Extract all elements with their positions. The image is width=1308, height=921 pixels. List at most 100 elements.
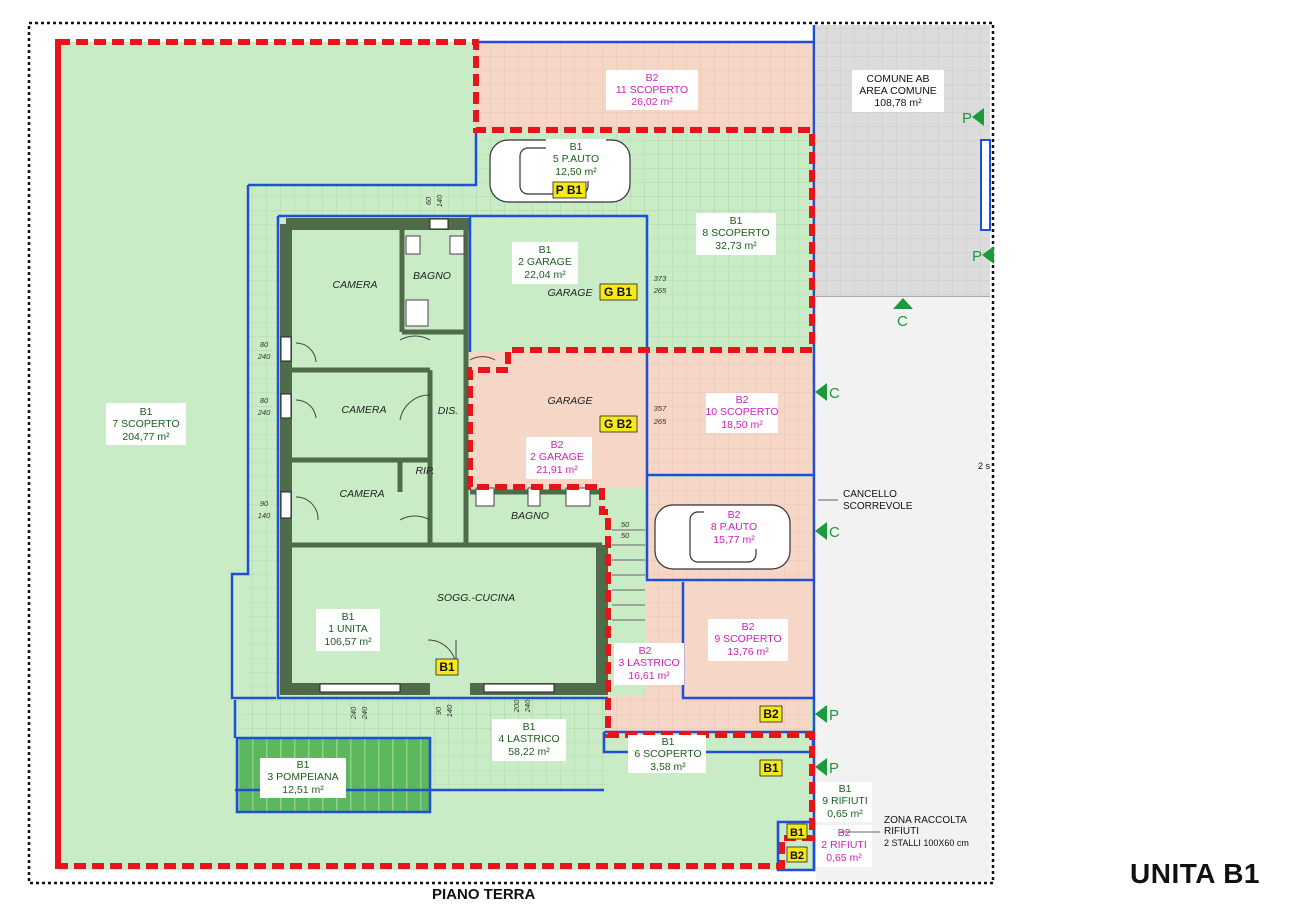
label-code: B1 (140, 406, 153, 418)
label-code: B1 (539, 244, 552, 256)
tag-b1: B1 (439, 660, 455, 674)
label-name: 9 RIFIUTI (822, 795, 868, 807)
note-zona: 2 STALLI 100X60 cm (884, 838, 969, 848)
marker-p: P (972, 248, 982, 265)
floor-label: PIANO TERRA (432, 886, 536, 903)
dim: 240 (523, 699, 532, 713)
label-code: B2 (838, 827, 851, 839)
dim: 240 (257, 408, 271, 417)
tag-gb1: G B1 (604, 285, 632, 299)
marker-c: C (829, 385, 840, 402)
label-area: 58,22 m² (508, 746, 550, 758)
dim: 265 (653, 286, 667, 295)
label-code: B1 (662, 736, 675, 748)
dim: 140 (435, 194, 444, 207)
label-area: 0,65 m² (827, 808, 863, 820)
label-area: 16,61 m² (628, 670, 670, 682)
label-code: B2 (639, 645, 652, 657)
dim: 265 (653, 417, 667, 426)
room-bagno: BAGNO (413, 270, 451, 282)
stairs (612, 529, 645, 621)
label-code: B1 (730, 215, 743, 227)
label-code: B1 (523, 721, 536, 733)
tag-b2: B2 (790, 850, 804, 862)
label-name: 5 P.AUTO (553, 153, 599, 165)
label-area: 22,04 m² (524, 269, 566, 281)
tag-gb2: G B2 (604, 417, 632, 431)
label-area: 13,76 m² (727, 646, 769, 658)
label-name: 9 SCOPERTO (714, 633, 781, 645)
label-area: 0,65 m² (826, 852, 862, 864)
note-zona: RIFIUTI (884, 826, 919, 837)
marker-c: C (829, 524, 840, 541)
dim: 60 (424, 196, 433, 205)
dim: 200 (512, 699, 521, 713)
label-area: 108,78 m² (874, 97, 922, 109)
label-code: B1 (570, 141, 583, 153)
b2-boundary (55, 39, 815, 869)
note-cancello: SCORREVOLE (843, 501, 913, 512)
label-name: AREA COMUNE (859, 85, 937, 97)
dim: 90 (434, 706, 443, 715)
marker-icon (815, 108, 994, 776)
label-name: 10 SCOPERTO (705, 406, 778, 418)
dim: 357 (654, 404, 667, 413)
label-name: 8 P.AUTO (711, 521, 757, 533)
label-area: 12,50 m² (555, 166, 597, 178)
label-code: B2 (742, 621, 755, 633)
drawing-title: UNITA B1 (1130, 858, 1260, 889)
label-name: 8 SCOPERTO (702, 227, 769, 239)
room-camera: CAMERA (342, 404, 387, 416)
label-area: 32,73 m² (715, 240, 757, 252)
label-area: 26,02 m² (631, 96, 673, 108)
label-name: 2 GARAGE (518, 256, 572, 268)
dim: 240 (257, 352, 271, 361)
dim: 140 (258, 511, 271, 520)
label-name: 4 LASTRICO (498, 733, 559, 745)
property-boundary (27, 21, 995, 885)
edge-mark: 2 s (978, 461, 991, 471)
dim: 373 (654, 274, 667, 283)
room-camera: CAMERA (333, 279, 378, 291)
label-name: 1 UNITA (328, 623, 367, 635)
dim: 90 (260, 499, 269, 508)
label-name: 2 GARAGE (530, 451, 584, 463)
label-name: 3 POMPEIANA (267, 771, 338, 783)
label-area: 15,77 m² (713, 534, 755, 546)
label-code: B1 (839, 783, 852, 795)
label-code: B2 (728, 509, 741, 521)
marker-p: P (829, 707, 839, 724)
room-camera: CAMERA (340, 488, 385, 500)
label-area: 204,77 m² (122, 431, 170, 443)
dim: 50 (621, 520, 630, 529)
tag-b1: B1 (763, 761, 779, 775)
room-garage: GARAGE (548, 287, 594, 299)
room-garage: GARAGE (548, 395, 594, 407)
label-code: B2 (736, 394, 749, 406)
label-code: B1 (297, 759, 310, 771)
dim: 80 (260, 396, 269, 405)
tag-pb1: P B1 (556, 183, 583, 197)
tag-b2: B2 (763, 707, 779, 721)
label-area: 3,58 m² (650, 761, 686, 773)
label-code: B2 (551, 439, 564, 451)
room-sogg-cucina: SOGG.-CUCINA (437, 592, 515, 604)
label-code: B1 (342, 611, 355, 623)
room-dis: DIS. (438, 405, 458, 417)
dim: 240 (349, 706, 358, 720)
marker-p: P (829, 760, 839, 777)
label-name: 11 SCOPERTO (616, 84, 688, 96)
dim: 50 (621, 531, 630, 540)
label-name: 3 LASTRICO (618, 657, 679, 669)
label-name: 7 SCOPERTO (112, 418, 179, 430)
note-cancello: CANCELLO (843, 489, 897, 500)
label-area: 12,51 m² (282, 784, 324, 796)
dim: 240 (360, 706, 369, 720)
label-area: 21,91 m² (536, 464, 578, 476)
label-area: 18,50 m² (721, 419, 763, 431)
note-zona: ZONA RACCOLTA (884, 815, 967, 826)
label-area: 106,57 m² (324, 636, 372, 648)
marker-p: P (962, 110, 972, 127)
marker-c: C (897, 313, 908, 330)
